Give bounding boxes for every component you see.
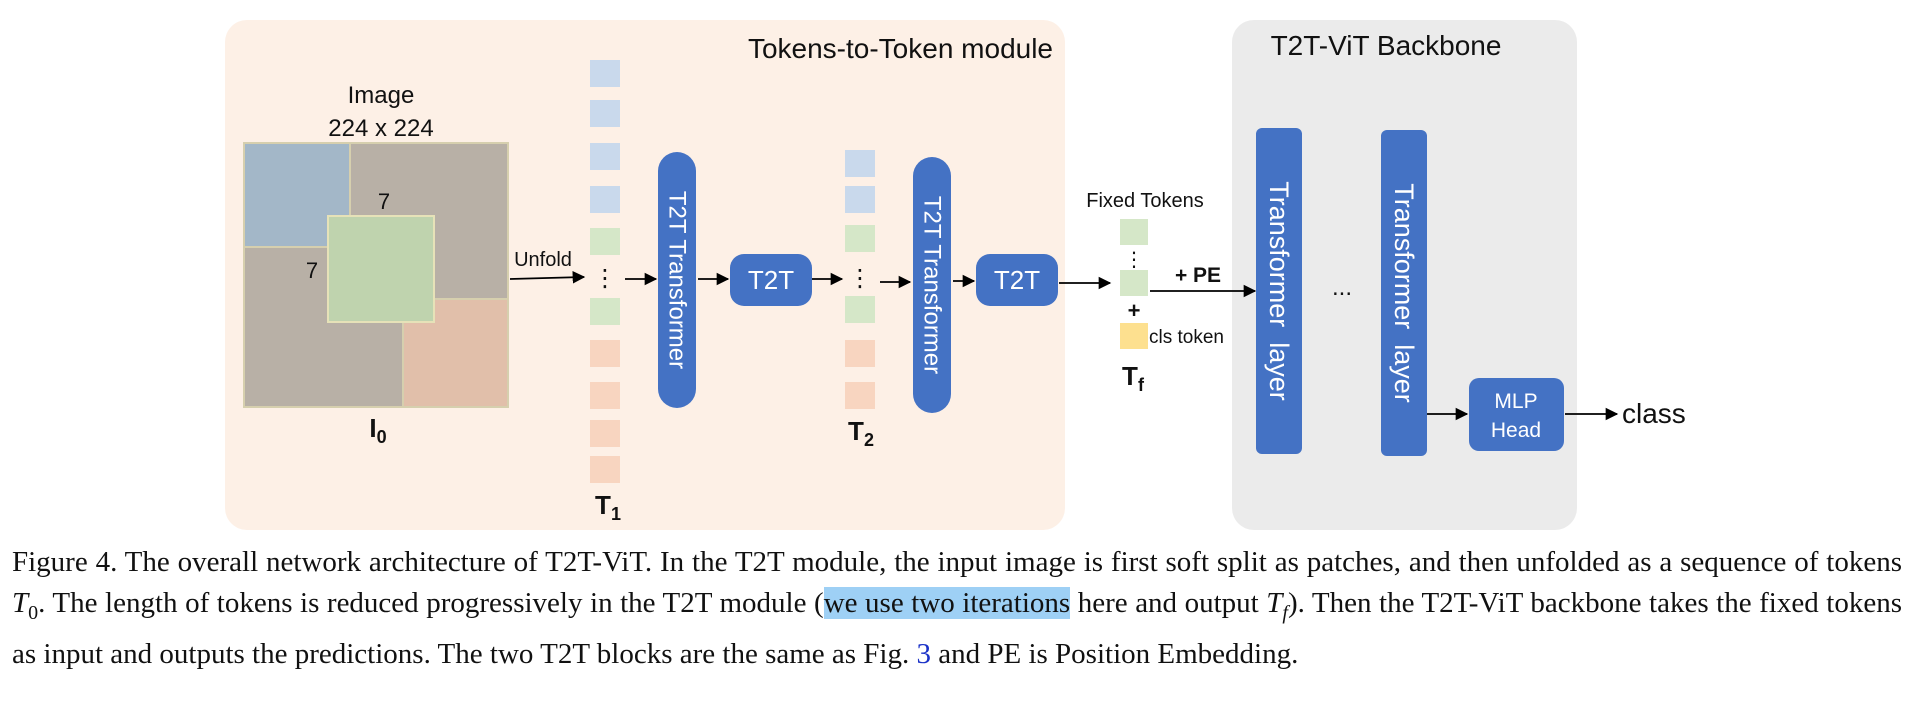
t2t-block-1: [730, 254, 812, 306]
layer-ellipsis: ...: [1332, 274, 1352, 301]
patch-size-left: 7: [306, 258, 318, 283]
transformer-layer-2: [1381, 130, 1427, 456]
pe-label: + PE: [1175, 264, 1221, 287]
t2t-module-title: Tokens-to-Token module: [748, 33, 1053, 64]
t2-tokens: [845, 150, 875, 409]
caption-highlight: we use two iterations: [823, 587, 1071, 619]
mlp-head: [1469, 378, 1564, 451]
mlp-head-line2: Head: [1491, 419, 1541, 442]
caption-part-1: Figure 4. The overall network architectu…: [12, 546, 1902, 578]
t2t-block-2-label: T2T: [994, 265, 1040, 295]
class-label: class: [1622, 398, 1686, 429]
transformer-layer-2-label: Transformer layer: [1389, 183, 1419, 403]
fixed-tokens-dots: ⋮: [1124, 249, 1144, 271]
figure-ref-link[interactable]: 3: [916, 637, 932, 670]
input-image: [243, 142, 509, 408]
t2t-transformer-1: [658, 152, 696, 408]
fixed-token-2: [1120, 270, 1148, 296]
t1-tokens: [590, 60, 620, 483]
fixed-tokens-label: Fixed Tokens: [1086, 190, 1203, 212]
tf-label: Tf: [1122, 361, 1145, 395]
image-size-label: 224 x 224: [328, 115, 433, 142]
unfold-arrow: [509, 271, 586, 284]
image-label: Image: [348, 82, 415, 109]
fixed-token-1: [1120, 219, 1148, 245]
caption-math-t0: T0: [12, 587, 39, 624]
i0-label: I0: [369, 413, 386, 447]
caption-part-5: and PE is Position Embedding.: [931, 637, 1299, 670]
caption-part-2: . The length of tokens is reduced progre…: [38, 587, 824, 619]
transformer-layer-1-label: Transformer layer: [1264, 181, 1294, 401]
caption-math-tf: Tf: [1266, 587, 1288, 624]
unfold-label: Unfold: [514, 249, 572, 271]
cls-token-label: cls token: [1149, 327, 1224, 348]
caption-part-3: here and output: [1070, 587, 1267, 619]
figure-caption: Figure 4. The overall network architectu…: [12, 542, 1902, 675]
t2-label: T2: [848, 416, 874, 450]
t1-label: T1: [595, 490, 621, 524]
mlp-head-line1: MLP: [1494, 390, 1537, 413]
caption-part-4: ). Then the T2T-ViT backbone takes the f…: [12, 587, 1902, 670]
t2t-transformer-2: [913, 157, 951, 413]
cls-token: [1120, 323, 1148, 349]
t2t-transformer-2-label: T2T Transformer: [919, 196, 946, 374]
t1-dots: ⋮: [593, 265, 617, 292]
t2t-transformer-1-label: T2T Transformer: [664, 191, 691, 369]
t2t-block-1-label: T2T: [748, 265, 794, 295]
plus-sign: +: [1128, 298, 1141, 323]
t2-dots: ⋮: [848, 265, 872, 292]
backbone-title: T2T-ViT Backbone: [1271, 30, 1502, 61]
patch-size-top: 7: [378, 189, 390, 214]
transformer-layer-1: [1256, 128, 1302, 454]
t2t-block-2: [976, 254, 1058, 306]
